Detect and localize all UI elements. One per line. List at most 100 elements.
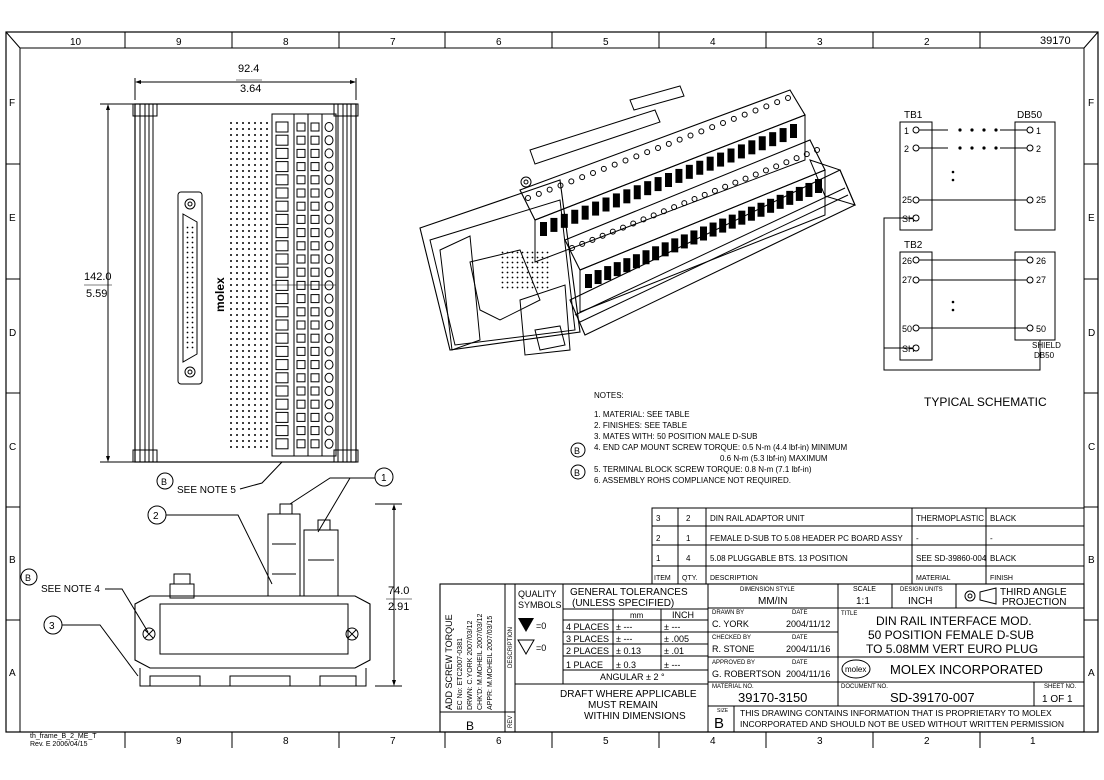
size-value: B — [714, 715, 724, 732]
terminal-screw — [275, 385, 289, 397]
terminal-screw — [275, 187, 289, 199]
col-label: 4 — [710, 37, 716, 48]
document-no: SD-39170-007 — [890, 690, 975, 705]
iso-screw — [752, 107, 759, 114]
height-dimension-mm: 142.0 — [84, 271, 112, 283]
row-label: C — [1088, 442, 1095, 453]
terminal-pin — [296, 333, 306, 343]
terminal-pin — [310, 386, 320, 396]
db-pin: 26 — [1036, 256, 1046, 266]
bom-cell: FEMALE D-SUB TO 5.08 HEADER PC BOARD ASS… — [710, 534, 903, 543]
iso-screw — [752, 171, 759, 178]
terminal-pin — [296, 148, 306, 158]
iso-terminal — [738, 210, 746, 225]
iso-screw — [633, 153, 640, 160]
terminal-screw — [324, 240, 334, 251]
iso-screw — [579, 240, 586, 247]
terminal-pin — [310, 307, 320, 317]
design-units-value: INCH — [908, 596, 932, 607]
width-dimension-mm: 92.4 — [238, 63, 259, 75]
terminal-pin — [296, 280, 306, 290]
side-dimension-mm: 74.0 — [388, 585, 409, 597]
terminal-pin — [310, 294, 320, 304]
iso-screw — [763, 103, 770, 110]
callout-2: 2 — [153, 511, 159, 522]
col-label: 2 — [924, 37, 930, 48]
tb2-pin: SH — [902, 344, 915, 354]
iso-terminal — [585, 274, 592, 288]
iso-terminal — [748, 140, 756, 155]
quality-symbol-1: =0 — [536, 621, 546, 631]
col-label: 8 — [283, 736, 289, 747]
iso-terminal — [786, 190, 794, 205]
notes: NOTES: 1. MATERIAL: SEE TABLE 2. FINISHE… — [570, 391, 848, 485]
rev-approved: APPR: M.MOHEIL 2007/03/15 — [487, 616, 494, 710]
side-dimension-in: 2.91 — [388, 601, 409, 613]
tb1-label: TB1 — [904, 110, 923, 121]
material-no-label: MATERIAL NO. — [712, 684, 754, 690]
terminal-screw — [275, 174, 289, 186]
terminal-screw — [324, 122, 334, 132]
bom-cell: 1 — [656, 554, 661, 563]
front-callouts: B SEE NOTE 5 1 2 B SEE NOTE 4 3 — [20, 461, 394, 677]
col-label: 9 — [176, 736, 182, 747]
iso-terminal — [540, 222, 547, 236]
terminal-pin — [296, 135, 306, 145]
iso-terminal — [613, 262, 621, 277]
note-b-marker: B — [574, 468, 580, 478]
iso-terminal — [602, 197, 610, 212]
row-label: F — [9, 98, 15, 109]
col-label: 1 — [1030, 736, 1036, 747]
dsub-flange — [177, 191, 203, 385]
terminal-pin — [296, 214, 306, 224]
tb2-pin: 27 — [902, 275, 912, 285]
draft-note-1: DRAFT WHERE APPLICABLE — [560, 689, 697, 700]
iso-terminal — [665, 173, 672, 187]
terminal-pin — [310, 280, 320, 290]
iso-terminal — [757, 202, 765, 217]
terminal-screw — [275, 372, 289, 384]
col-label: 5 — [603, 37, 609, 48]
note-2: 2. FINISHES: SEE TABLE — [594, 421, 687, 430]
title-label: TITLE — [841, 611, 857, 617]
iso-terminal — [776, 194, 784, 209]
terminal-pin — [296, 439, 306, 449]
terminal-pin — [310, 162, 320, 172]
col-label: 10 — [70, 37, 82, 48]
see-note-5: SEE NOTE 5 — [177, 485, 236, 496]
date-label: DATE — [792, 610, 808, 616]
terminal-pin — [310, 360, 320, 370]
date-label: DATE — [792, 635, 808, 641]
iso-screw — [691, 196, 698, 202]
terminal-pin — [310, 148, 320, 158]
db-pin: 1 — [1036, 126, 1041, 136]
db-pin: 25 — [1036, 195, 1046, 205]
bom-cell: - — [916, 534, 919, 543]
row-label: E — [9, 213, 16, 224]
iso-terminal — [642, 250, 650, 265]
terminal-screw — [275, 425, 289, 437]
terminal-pin — [296, 412, 306, 422]
projection-line-2: PROJECTION — [1002, 597, 1066, 608]
checked-by-label: CHECKED BY — [712, 635, 751, 641]
date-label: DATE — [792, 660, 808, 666]
molex-logo-badge — [841, 659, 871, 679]
shield-db-label: DB50 — [1034, 351, 1055, 360]
iso-screw — [762, 167, 769, 174]
sheet-no-label: SHEET NO. — [1044, 684, 1077, 690]
proprietary-line-2: INCORPORATED AND SHOULD NOT BE USED WITH… — [740, 719, 1064, 729]
terminal-pin — [310, 412, 320, 422]
terminal-screw — [324, 359, 334, 370]
iso-screw — [730, 115, 737, 122]
iso-screw — [711, 187, 718, 194]
terminal-screw — [275, 213, 289, 225]
molex-logo-front: molex — [213, 277, 227, 312]
terminal-screw — [324, 293, 334, 304]
projection-symbol-icon — [964, 590, 976, 602]
iso-terminal — [767, 198, 775, 213]
terminal-pin — [296, 162, 306, 172]
terminal-pin — [310, 267, 320, 277]
iso-terminal — [632, 254, 640, 269]
title-block: ADD SCREW TORQUE EC No: ETC2007-0381 DRW… — [439, 583, 1085, 733]
tolerance-cell: ± --- — [616, 622, 632, 632]
